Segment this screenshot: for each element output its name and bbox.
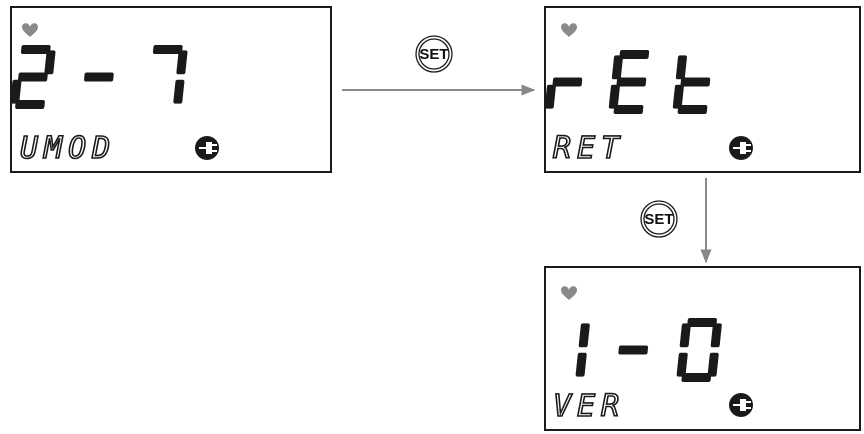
lcd-segment	[10, 79, 22, 104]
lcd-digit	[152, 45, 188, 104]
lcd-segment	[20, 45, 51, 54]
lcd-segment	[578, 323, 590, 348]
plug-icon	[729, 136, 753, 160]
set-button[interactable]: SET	[415, 35, 453, 73]
lcd-segment	[44, 50, 56, 75]
lcd-screen-2: RET	[544, 6, 861, 173]
lcd-segment	[176, 50, 188, 75]
lcd-segment	[672, 84, 684, 109]
lcd-segment	[611, 55, 623, 80]
lcd-digit	[608, 50, 650, 114]
lcd-segment	[84, 72, 114, 82]
lcd-screen-3: VER	[544, 266, 861, 431]
plug-icon	[195, 136, 219, 160]
set-button-label: SET	[419, 46, 448, 63]
plug-icon	[729, 393, 753, 417]
set-button-label: SET	[644, 211, 673, 228]
lcd-segment	[675, 55, 687, 80]
lcd-digit	[84, 72, 114, 82]
lcd-segment	[613, 105, 644, 114]
lcd-segment	[575, 352, 587, 377]
lcd-segment	[687, 318, 717, 327]
lcd-segment	[677, 105, 708, 114]
lcd-segment	[173, 79, 185, 104]
lcd-segment	[618, 345, 649, 355]
heart-icon	[561, 286, 577, 300]
lcd-segment	[18, 72, 48, 82]
lcd-segment	[544, 84, 556, 109]
lcd-segment	[619, 50, 650, 59]
lcd-digit	[575, 323, 590, 377]
lcd-segment	[152, 45, 183, 54]
heart-icon	[561, 23, 577, 37]
lcd-segment	[680, 77, 711, 87]
lcd-sub-label: RET	[553, 131, 625, 166]
lcd-segment	[608, 84, 620, 109]
lcd-main-readout	[10, 45, 188, 109]
lcd-segment	[710, 323, 722, 348]
lcd-digit	[544, 77, 583, 109]
lcd-segment	[15, 100, 45, 109]
lcd-segment	[552, 77, 583, 87]
lcd-sub-label: UMOD	[20, 131, 116, 166]
lcd-digit	[618, 345, 649, 355]
lcd-segment	[676, 352, 688, 377]
set-button[interactable]: SET	[640, 200, 678, 238]
lcd-segment	[707, 352, 719, 377]
lcd-screen-1: UMOD	[10, 6, 332, 173]
lcd-digit	[10, 45, 56, 109]
lcd-sub-label: VER	[553, 389, 625, 424]
lcd-main-readout	[575, 318, 722, 382]
heart-icon	[22, 23, 38, 37]
lcd-digit	[676, 318, 722, 382]
lcd-segment	[616, 77, 647, 87]
lcd-digit	[672, 55, 711, 114]
lcd-segment	[681, 373, 712, 382]
lcd-main-readout	[544, 50, 711, 114]
lcd-segment	[679, 323, 691, 348]
